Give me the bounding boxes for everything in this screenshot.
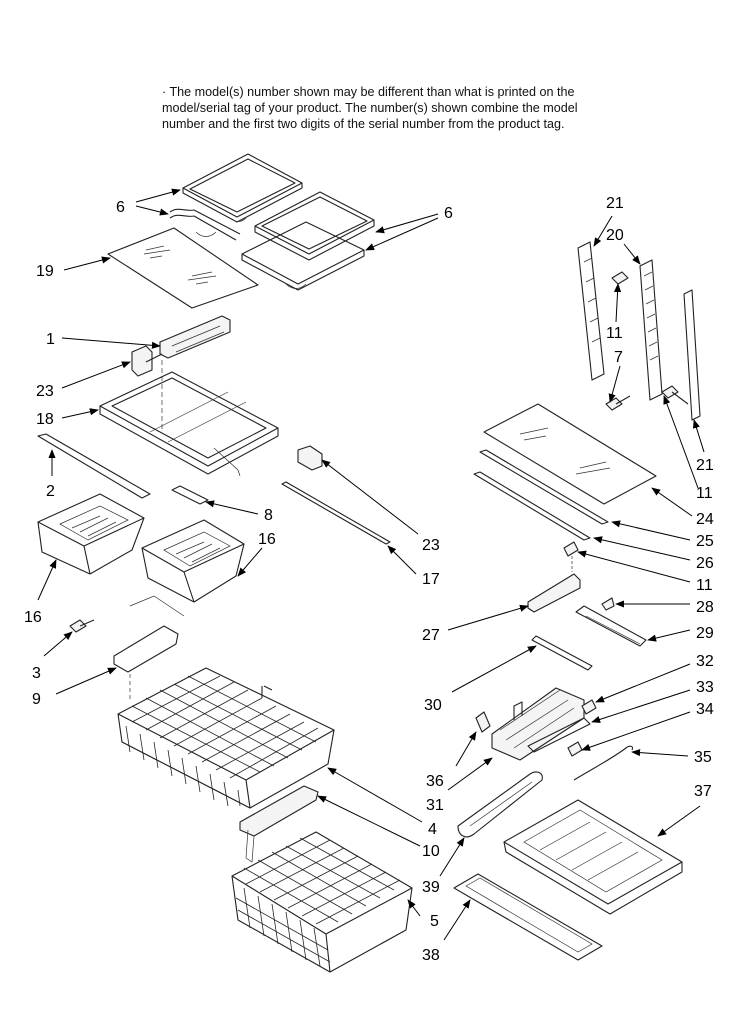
callout-labels: 6 6 19 1 23 18 2 8 16 16 23 17 3 9 4 10 … [24, 195, 714, 964]
callout-25: 25 [696, 533, 714, 550]
screw-11-upper [611, 271, 629, 285]
notice-line-1: · The model(s) number shown may be diffe… [162, 85, 575, 99]
callout-20: 20 [606, 227, 624, 244]
callout-23a: 23 [36, 383, 54, 400]
callout-10: 10 [422, 843, 440, 860]
bracket-27 [527, 573, 581, 613]
tray-37 [503, 799, 683, 915]
rail-30 [531, 635, 593, 671]
callout-28: 28 [696, 599, 714, 616]
callout-1: 1 [46, 331, 55, 348]
callout-16b: 16 [258, 531, 276, 548]
trim-26 [473, 471, 591, 541]
screw-7 [605, 395, 631, 411]
callout-9: 9 [32, 691, 41, 708]
clip-28 [601, 597, 615, 611]
callout-18: 18 [36, 411, 54, 428]
trim-25 [479, 449, 609, 525]
clip-8 [171, 485, 209, 505]
leader-lines [37, 188, 705, 941]
rail-21-right [683, 289, 701, 421]
callout-2: 2 [46, 483, 55, 500]
callout-39: 39 [422, 879, 440, 896]
cover-plate-38 [453, 873, 603, 961]
callout-6a: 6 [116, 199, 125, 216]
screw-3 [69, 619, 95, 633]
wire-basket-5 [231, 831, 413, 973]
support-bracket-9 [113, 595, 185, 700]
rail-20 [639, 259, 663, 401]
callout-38: 38 [422, 947, 440, 964]
callout-6b: 6 [444, 205, 453, 222]
crisper-drawer-right [141, 519, 245, 603]
callout-16a: 16 [24, 609, 42, 626]
shelf-frame-left-upper [182, 153, 303, 223]
bar-33 [527, 717, 591, 753]
callout-3: 3 [32, 665, 41, 682]
knob-23-lower [297, 445, 323, 471]
callout-5: 5 [430, 913, 439, 930]
shelf-frame-right-upper [254, 191, 375, 261]
callout-32: 32 [696, 653, 714, 670]
screw-34 [567, 741, 583, 757]
callout-23b: 23 [422, 537, 440, 554]
shelf-frame-left-lower [169, 208, 241, 241]
wire-35 [573, 745, 634, 781]
callout-29: 29 [696, 625, 714, 642]
callout-8: 8 [264, 507, 273, 524]
wire-basket-4 [117, 667, 335, 809]
callout-33: 33 [696, 679, 714, 696]
crisper-cover-18 [99, 371, 279, 477]
divider-10 [239, 785, 319, 863]
rail-21-left [577, 241, 605, 381]
callout-31: 31 [426, 797, 444, 814]
callout-35: 35 [694, 749, 712, 766]
callout-27: 27 [422, 627, 440, 644]
callout-11b: 11 [696, 485, 713, 502]
callout-21b: 21 [696, 457, 714, 474]
callout-34: 34 [696, 701, 714, 718]
model-number-notice: · The model(s) number shown may be diffe… [162, 84, 632, 132]
notice-line-3: number and the first two digits of the s… [162, 117, 565, 131]
glass-shelf-19 [107, 227, 259, 309]
crisper-drawer-left [37, 493, 145, 575]
control-bracket-1 [159, 315, 231, 359]
callout-7: 7 [614, 349, 623, 366]
rod-17 [281, 481, 391, 545]
screw-11-lower [563, 541, 579, 572]
callout-11c: 11 [696, 577, 713, 594]
notice-line-2: model/serial tag of your product. The nu… [162, 101, 578, 115]
clip-36 [475, 711, 491, 733]
knob-23-upper [131, 345, 163, 377]
callout-17: 17 [422, 571, 440, 588]
callout-24: 24 [696, 511, 714, 528]
callout-11a: 11 [606, 325, 623, 342]
callout-36: 36 [426, 773, 444, 790]
fastener-32 [581, 699, 597, 715]
callout-21a: 21 [606, 195, 624, 212]
trim-strip-2 [37, 433, 151, 499]
shelf-frame-right-lower [241, 221, 365, 291]
callout-4: 4 [428, 821, 437, 838]
callout-37: 37 [694, 783, 712, 800]
callout-26: 26 [696, 555, 714, 572]
cover-39 [457, 771, 543, 838]
callout-19: 19 [36, 263, 54, 280]
callout-30: 30 [424, 697, 442, 714]
bracket-29 [575, 605, 647, 647]
glass-shelf-24 [483, 403, 657, 505]
